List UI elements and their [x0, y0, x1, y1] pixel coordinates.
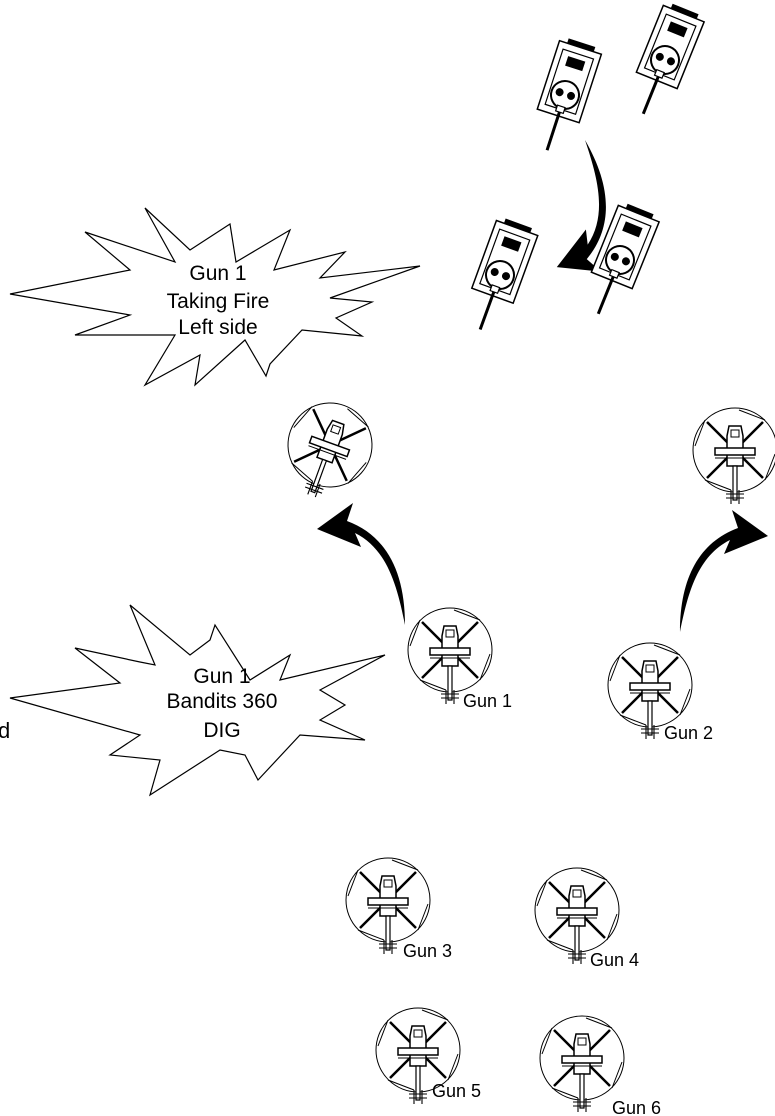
helicopter-label: Gun 1	[463, 691, 512, 711]
helicopter-label: Gun 3	[403, 941, 452, 961]
helicopter-label: Gun 4	[590, 950, 639, 970]
helicopter-icon	[406, 606, 494, 706]
cropped-text: d	[0, 718, 10, 743]
starburst-shape	[9, 604, 386, 797]
callout-text-line: Gun 1	[193, 665, 250, 688]
movement-arrow-gun1	[317, 503, 405, 625]
callout-text-line: Gun 1	[189, 262, 246, 285]
callout-text-line: Left side	[178, 316, 257, 339]
starburst-shape	[9, 207, 421, 387]
callout-text-line: Taking Fire	[167, 290, 270, 313]
helicopter-icon	[691, 406, 775, 506]
enemy-tank-icon	[457, 214, 541, 339]
enemy-tank-icon	[621, 0, 708, 124]
helicopter-label: Gun 6	[612, 1098, 661, 1116]
movement-arrow-gun2	[680, 510, 768, 632]
helicopter-icon	[344, 856, 432, 956]
helicopter-label: Gun 2	[664, 723, 713, 743]
enemy-tank-icon	[576, 199, 663, 324]
helicopter-icon	[270, 389, 386, 512]
callout-text-line: Bandits 360	[167, 690, 278, 713]
callout-text-line: DIG	[203, 719, 240, 742]
helicopter-label: Gun 5	[432, 1081, 481, 1101]
enemy-tank-icon	[524, 34, 605, 159]
